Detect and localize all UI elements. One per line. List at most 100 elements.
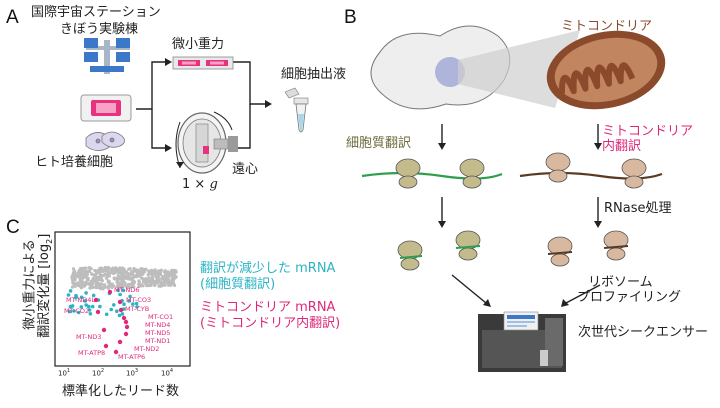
teal-point [84, 303, 88, 307]
teal-point [98, 304, 102, 309]
legend-pink-1: ミトコンドリア mRNA [200, 300, 336, 315]
sequencer-icon [478, 311, 566, 372]
gray-point [159, 282, 163, 286]
gray-point [120, 276, 124, 280]
xtick-3: 103 [126, 368, 139, 378]
gene-label-mt-nd5: MT-ND5 [145, 329, 171, 337]
teal-point [70, 304, 75, 308]
gene-label-mt-nd6: MT-ND6 [114, 286, 140, 294]
gray-point [153, 268, 157, 272]
gray-point [114, 266, 118, 270]
pink-point [101, 327, 107, 333]
gray-point [85, 281, 89, 285]
gray-point [168, 280, 172, 284]
gray-point [115, 285, 119, 289]
gray-point [144, 277, 148, 281]
gray-point [132, 281, 136, 285]
cytosolic-mrna-translation [361, 158, 503, 189]
pink-point [124, 324, 130, 330]
teal-point [72, 309, 76, 313]
gray-point [77, 275, 81, 279]
gray-point [73, 270, 77, 275]
gray-point [100, 279, 104, 283]
pink-point [121, 315, 127, 321]
one-g-label: 1 × g [182, 177, 218, 192]
gray-point [155, 280, 159, 284]
pink-point [103, 343, 109, 349]
gray-point [95, 285, 99, 289]
panel-b-arrows [441, 124, 601, 304]
teal-point [112, 303, 116, 307]
ribosome-profiling-label-1: リボソーム [588, 275, 653, 290]
gray-point [170, 273, 174, 277]
gray-point [93, 268, 97, 273]
xtick-2: 102 [92, 368, 105, 378]
teal-point [91, 293, 96, 298]
gray-point [127, 267, 131, 271]
gray-point [154, 275, 158, 279]
gray-point [143, 267, 147, 271]
gray-point [99, 273, 103, 277]
pink-points [93, 289, 130, 355]
gray-point [166, 274, 170, 278]
gray-point [132, 268, 136, 272]
gene-label-mt-co2: MT-CO2 [64, 307, 90, 315]
teal-point [135, 305, 139, 309]
gray-point [157, 269, 161, 273]
gray-point [81, 284, 85, 288]
gray-point [165, 280, 170, 284]
gray-point [172, 278, 176, 282]
mito-mrna-translation [519, 152, 663, 189]
gray-point [84, 269, 88, 274]
gray-point [158, 280, 162, 284]
mito-translation-label-2: 内翻訳 [602, 139, 642, 154]
teal-points [66, 288, 139, 318]
teal-point [76, 310, 81, 315]
xtick-1: 101 [58, 368, 71, 378]
gray-point [103, 266, 107, 270]
human-cells-label: ヒト培養細胞 [35, 155, 114, 170]
gray-point [109, 271, 113, 275]
gray-point [159, 272, 163, 276]
teal-point [87, 304, 91, 309]
teal-point [79, 295, 84, 300]
teal-point [67, 309, 72, 314]
xlabel: 標準化したリード数 [62, 384, 180, 399]
gray-point [84, 274, 88, 278]
gray-point [120, 273, 124, 277]
centrifuge-label: 遠心 [232, 162, 259, 177]
gray-point [121, 268, 125, 272]
gray-point [96, 281, 100, 286]
gray-point [81, 270, 85, 274]
gray-point [125, 276, 129, 280]
gray-point [160, 276, 164, 280]
protected-fragments [397, 230, 629, 271]
gene-label-mt-atp8: MT-ATP8 [78, 349, 106, 357]
pink-point [123, 331, 129, 337]
gray-point [116, 273, 120, 278]
gray-point [130, 284, 134, 288]
gray-point [137, 280, 141, 284]
teal-point [127, 299, 131, 303]
gray-point [131, 273, 135, 277]
gene-label-mt-co1: MT-CO1 [148, 313, 174, 321]
gray-point [138, 271, 142, 275]
gray-point [70, 285, 74, 289]
panel-b-letter: B [344, 7, 357, 28]
gray-point [78, 268, 82, 272]
gray-point [94, 276, 98, 280]
legend-teal-1: 翻訳が減少した mRNA [200, 261, 336, 276]
gene-label-mt-cyb: MT-CYB [125, 305, 150, 313]
lysate-label: 細胞抽出液 [281, 67, 347, 82]
teal-point [83, 299, 87, 303]
teal-point [109, 307, 113, 312]
mitochondria-label: ミトコンドリア [561, 19, 653, 34]
teal-point [115, 309, 119, 314]
gray-point [121, 284, 125, 288]
gray-point [170, 282, 174, 286]
nucleus-icon [435, 57, 465, 87]
pink-point [95, 309, 101, 315]
